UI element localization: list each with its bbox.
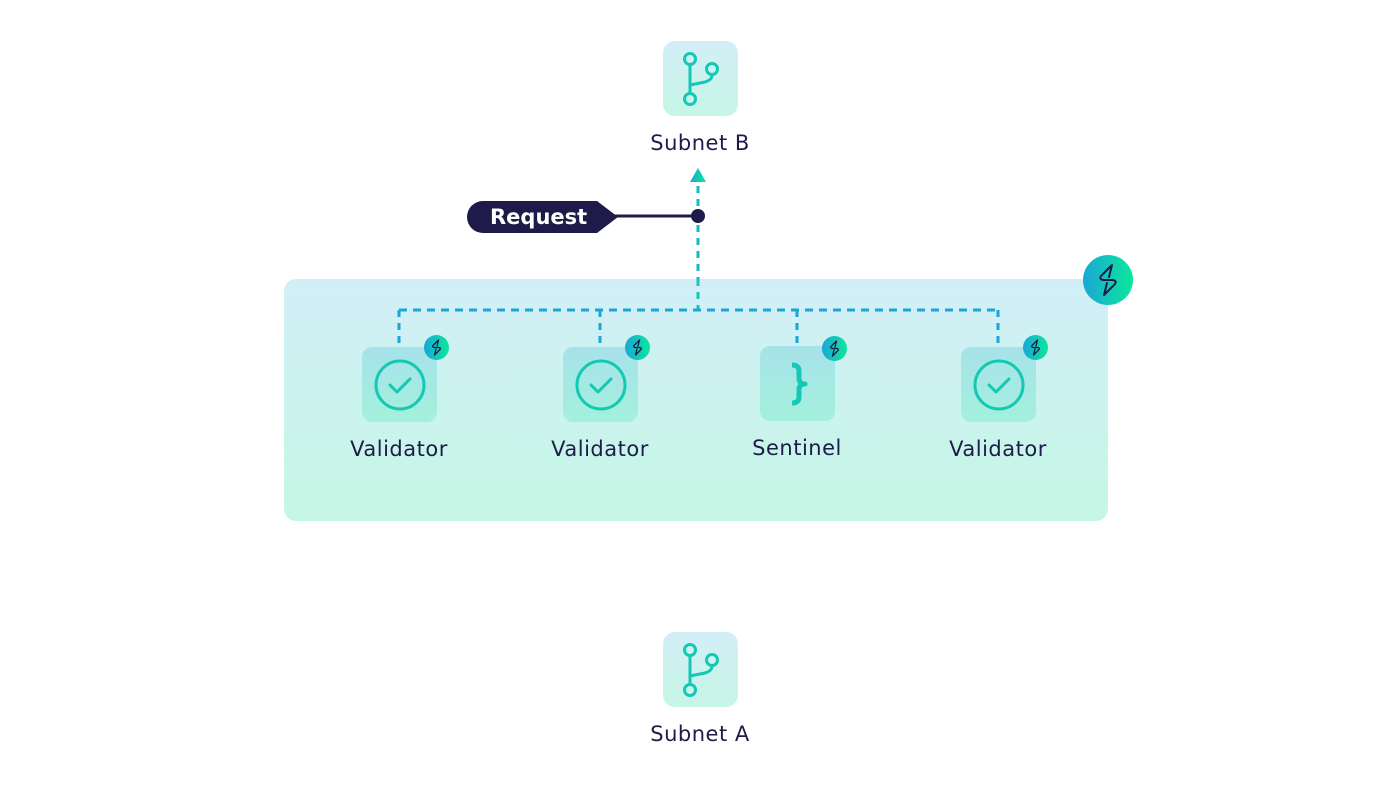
lightning-icon bbox=[633, 339, 642, 356]
subnet-a-tile[interactable] bbox=[663, 632, 738, 707]
sentinel-label: Sentinel bbox=[752, 436, 842, 460]
curly-brace-icon bbox=[791, 362, 807, 405]
check-circle-icon bbox=[575, 359, 626, 410]
lightning-icon bbox=[1099, 264, 1117, 296]
git-branch-icon bbox=[682, 51, 719, 106]
arrow-head-icon bbox=[690, 168, 706, 182]
validator-2-label: Validator bbox=[551, 437, 649, 461]
request-label: Request bbox=[490, 205, 588, 229]
validator-3-badge bbox=[1023, 335, 1048, 360]
validator-1-badge bbox=[424, 335, 449, 360]
validator-1-label: Validator bbox=[350, 437, 448, 461]
sentinel-node[interactable] bbox=[760, 346, 835, 421]
check-circle-icon bbox=[973, 359, 1024, 410]
validator-node-2[interactable] bbox=[563, 347, 638, 422]
validator-node-1[interactable] bbox=[362, 347, 437, 422]
subnet-b-tile[interactable] bbox=[663, 41, 738, 116]
group-badge[interactable] bbox=[1083, 255, 1133, 305]
subnet-a-label: Subnet A bbox=[650, 722, 750, 746]
lightning-icon bbox=[830, 340, 839, 357]
git-branch-icon bbox=[682, 642, 719, 697]
validator-3-label: Validator bbox=[949, 437, 1047, 461]
subnet-b-label: Subnet B bbox=[650, 131, 750, 155]
sentinel-badge bbox=[822, 336, 847, 361]
lightning-icon bbox=[1031, 339, 1040, 356]
check-circle-icon bbox=[374, 359, 425, 410]
validator-2-badge bbox=[625, 335, 650, 360]
validator-node-3[interactable] bbox=[961, 347, 1036, 422]
lightning-icon bbox=[432, 339, 441, 356]
